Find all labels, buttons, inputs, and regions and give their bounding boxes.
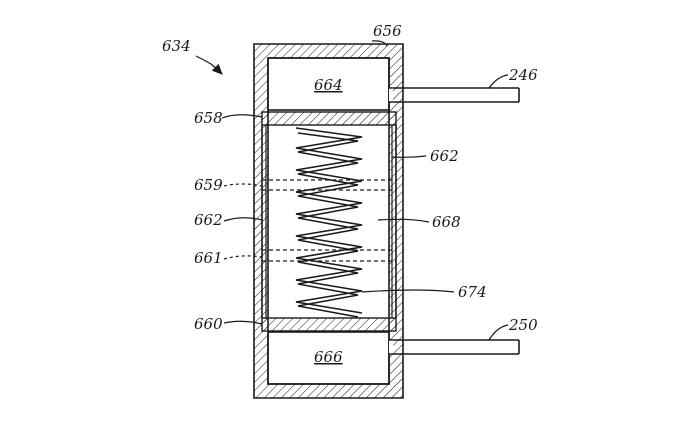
tube-lower: [389, 339, 520, 355]
dashed-line-upper: [262, 179, 396, 191]
dashed-line-lower: [262, 249, 396, 262]
tube-upper: [389, 87, 520, 103]
label-housing: 656: [373, 22, 402, 40]
lower-plate: [261, 317, 397, 332]
label-assembly: 634: [162, 37, 191, 55]
leader-lines: [195, 40, 509, 341]
label-interior: 668: [432, 213, 461, 231]
lower-chamber-box: [267, 331, 390, 385]
label-tube-upper: 246: [508, 66, 538, 84]
assembly-arrow: [195, 55, 223, 75]
label-lower-plate: 660: [194, 315, 223, 333]
housing-wall: [253, 43, 404, 399]
label-lower-chamber: 666: [314, 348, 343, 366]
spring: [295, 127, 363, 318]
label-wall-right: 662: [430, 147, 459, 165]
label-spring: 674: [458, 283, 487, 301]
label-dashed-lower: 661: [194, 249, 223, 267]
label-dashed-upper: 659: [194, 176, 223, 194]
label-upper-plate: 658: [194, 109, 223, 127]
upper-plate: [261, 111, 397, 126]
label-wall-left: 662: [194, 211, 223, 229]
upper-chamber-box: [267, 57, 390, 111]
label-upper-chamber: 664: [314, 76, 343, 94]
label-tube-lower: 250: [508, 316, 538, 334]
